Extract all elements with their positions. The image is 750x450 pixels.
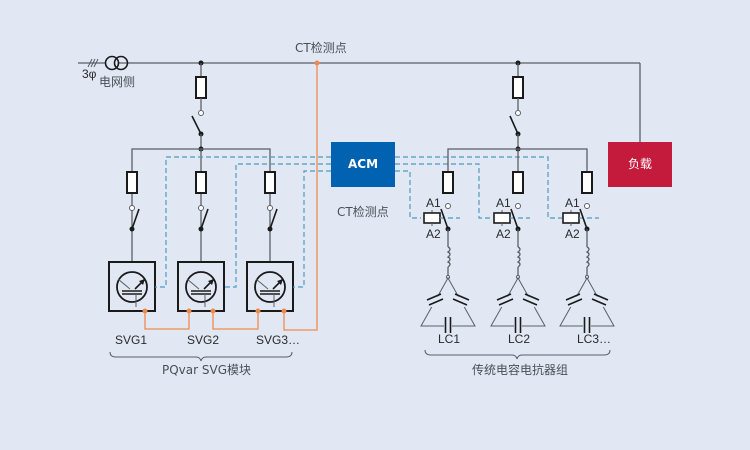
a1-label: A1 xyxy=(426,196,441,210)
svg-main-switch-icon xyxy=(191,115,202,135)
load-label: 负载 xyxy=(628,157,652,171)
control-line-lc2 xyxy=(395,163,491,219)
lc2-label: LC2 xyxy=(508,332,530,346)
ct-signal-line xyxy=(283,63,318,331)
switch-icon xyxy=(131,208,140,230)
igbt-symbol-icon xyxy=(116,271,148,307)
fuse-icon xyxy=(126,171,138,194)
lc3-label: LC3… xyxy=(577,332,611,346)
acm-controller xyxy=(331,142,395,187)
load-block xyxy=(608,142,672,187)
igbt-symbol-icon xyxy=(254,271,286,307)
svg-main-fuse-icon xyxy=(195,76,207,99)
fuse-icon xyxy=(264,171,276,194)
contactor-switch-icon xyxy=(510,208,519,230)
ct-link-svg2-svg3 xyxy=(212,311,259,330)
igbt-symbol-icon xyxy=(185,271,217,307)
reactor-icon xyxy=(446,246,451,268)
control-line-svg2 xyxy=(224,163,331,288)
lc1-label: LC1 xyxy=(438,332,460,346)
three-phase-mark-icon xyxy=(87,58,99,68)
control-line-lc1 xyxy=(395,170,421,219)
acm-label: ACM xyxy=(348,157,378,171)
svg-group-label: PQvar SVG模块 xyxy=(162,363,251,377)
control-line-lc3 xyxy=(395,156,562,219)
svg-branch xyxy=(264,171,278,232)
fuse-icon xyxy=(581,171,593,194)
reactor-icon xyxy=(516,246,521,268)
a2-label: A2 xyxy=(496,227,511,241)
lc-main-fuse-icon xyxy=(512,76,524,99)
transformer-icon xyxy=(104,55,129,71)
svg-group-brace xyxy=(109,351,293,362)
a1-label: A1 xyxy=(565,196,580,210)
control-line-svg1 xyxy=(155,156,331,288)
contactor-switch-icon xyxy=(440,208,449,230)
reactor-icon xyxy=(585,246,590,268)
control-line-svg3 xyxy=(293,170,331,288)
contactor-coil-icon xyxy=(493,212,511,224)
fuse-icon xyxy=(195,171,207,194)
grid-side-label: 电网侧 xyxy=(99,75,135,89)
svg2-label: SVG2 xyxy=(187,333,219,347)
phase-label: 3φ xyxy=(82,67,97,81)
a2-label: A2 xyxy=(565,227,580,241)
switch-icon xyxy=(269,208,278,230)
svg3-label: SVG3… xyxy=(256,333,300,347)
fuse-icon xyxy=(442,171,454,194)
lc-main-switch-icon xyxy=(509,115,519,135)
ct-link-svg1-svg2 xyxy=(144,311,190,330)
svg1-label: SVG1 xyxy=(115,333,147,347)
svg-branch xyxy=(195,171,209,232)
contactor-switch-icon xyxy=(579,208,588,230)
lc-group-brace xyxy=(424,349,611,360)
contactor-coil-icon xyxy=(423,212,441,224)
fuse-icon xyxy=(512,171,524,194)
lc-group-label: 传统电容电抗器组 xyxy=(472,362,568,377)
ct-mid-label: CT检测点 xyxy=(337,204,389,219)
svg-branch xyxy=(126,171,140,232)
a2-label: A2 xyxy=(426,227,441,241)
switch-icon xyxy=(200,208,209,230)
a1-label: A1 xyxy=(496,196,511,210)
ct-top-label: CT检测点 xyxy=(295,40,347,55)
contactor-coil-icon xyxy=(562,212,580,224)
